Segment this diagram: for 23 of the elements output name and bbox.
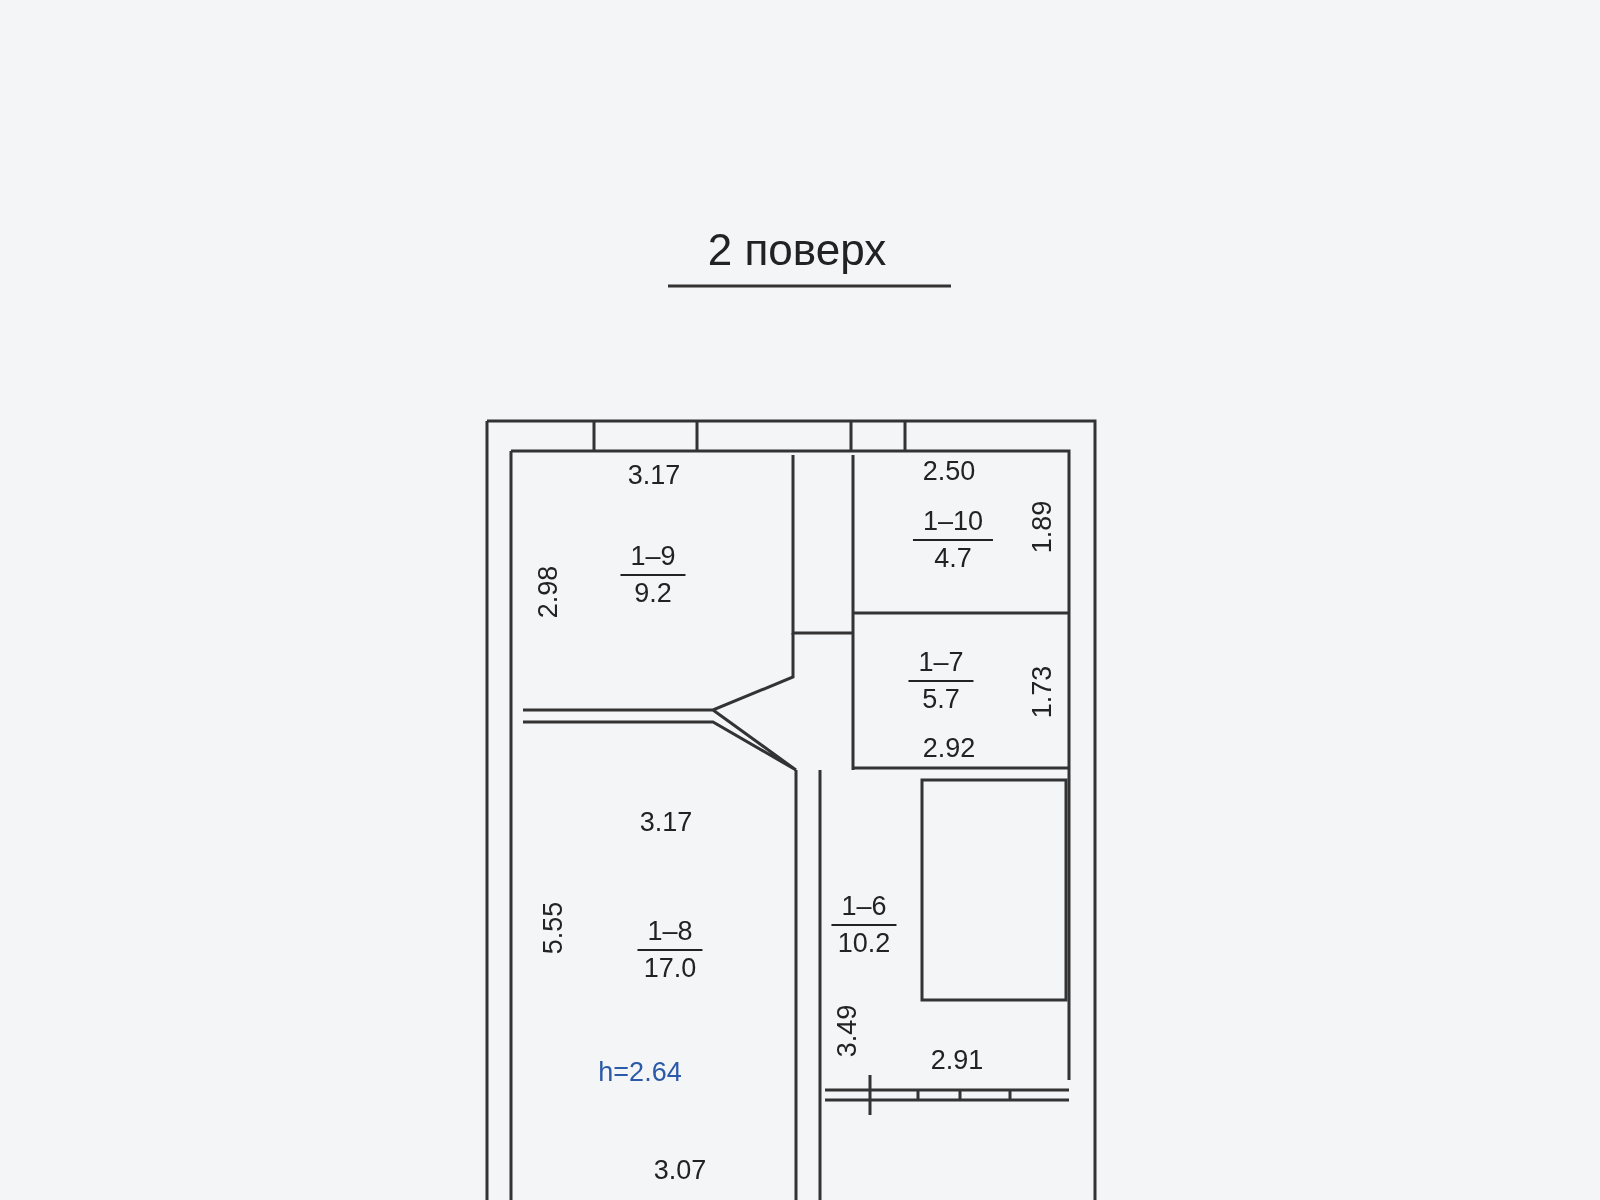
- room-number: 1–8: [637, 916, 703, 951]
- room-number: 1–7: [908, 647, 974, 682]
- dimension-label: 2.98: [532, 565, 564, 619]
- dimension-label: 3.17: [639, 806, 693, 838]
- dimension-label: 2.50: [922, 455, 976, 487]
- dimension-label: 2.91: [930, 1044, 984, 1076]
- room-area-value: 17.0: [642, 952, 698, 984]
- room-area-value: 10.2: [836, 927, 892, 959]
- plan-title: 2 поверх: [707, 225, 887, 275]
- room-number: 1–10: [912, 506, 994, 541]
- dimension-label: 5.55: [537, 901, 569, 955]
- room-number: 1–9: [620, 541, 686, 576]
- room-number: 1–6: [831, 891, 897, 926]
- room-area-value: 4.7: [933, 542, 973, 574]
- dimension-label: 1.89: [1026, 500, 1058, 554]
- ceiling-height-label: h=2.64: [598, 1056, 682, 1088]
- room-area-value: 5.7: [921, 683, 961, 715]
- dimension-label: 3.49: [831, 1004, 863, 1058]
- room-area-value: 9.2: [633, 577, 673, 609]
- dimension-label: 3.17: [627, 459, 681, 491]
- dimension-label: 1.73: [1026, 665, 1058, 719]
- dimension-label: 3.07: [653, 1154, 707, 1186]
- dimension-label: 2.92: [922, 732, 976, 764]
